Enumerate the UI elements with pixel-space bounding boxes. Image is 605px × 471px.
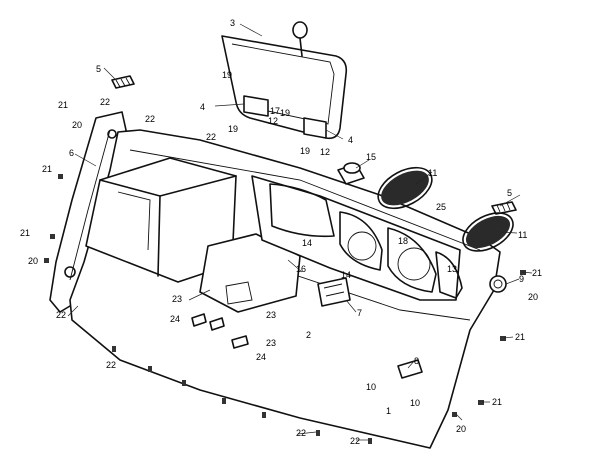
callout-labels: 1 2 3 4 4 5 5 6 7 8 9 10 10 11 11 12 12 … bbox=[20, 18, 542, 446]
small-components bbox=[44, 75, 526, 444]
callout-2: 2 bbox=[306, 330, 311, 340]
left-side-panel bbox=[49, 111, 127, 313]
callout-24b: 24 bbox=[256, 352, 266, 362]
callout-22b: 22 bbox=[145, 114, 155, 124]
callout-21c: 21 bbox=[20, 228, 30, 238]
callout-22e: 22 bbox=[106, 360, 116, 370]
callout-14b: 14 bbox=[341, 270, 351, 280]
callout-15: 15 bbox=[366, 152, 376, 162]
callout-19c: 19 bbox=[280, 108, 290, 118]
callout-20b: 20 bbox=[28, 256, 38, 266]
callout-21e: 21 bbox=[515, 332, 525, 342]
callout-4b: 4 bbox=[348, 135, 353, 145]
instrument-cluster bbox=[251, 175, 463, 301]
callout-13: 13 bbox=[447, 264, 457, 274]
speaker-grille-right bbox=[462, 212, 514, 252]
callout-23: 23 bbox=[172, 294, 182, 304]
storage-bin bbox=[85, 157, 301, 313]
callout-20d: 20 bbox=[456, 424, 466, 434]
callout-12b: 12 bbox=[320, 147, 330, 157]
callout-1: 1 bbox=[386, 406, 391, 416]
callout-6: 6 bbox=[69, 148, 74, 158]
callout-21d: 21 bbox=[532, 268, 542, 278]
callout-5b: 5 bbox=[507, 188, 512, 198]
callout-21b: 21 bbox=[42, 164, 52, 174]
callout-12: 12 bbox=[268, 116, 278, 126]
speaker-grille-left bbox=[377, 166, 433, 210]
callout-19: 19 bbox=[222, 70, 232, 80]
callout-19b: 19 bbox=[228, 124, 238, 134]
callout-22c: 22 bbox=[206, 132, 216, 142]
callout-19d: 19 bbox=[300, 146, 310, 156]
callout-5: 5 bbox=[96, 64, 101, 74]
callout-11: 11 bbox=[428, 168, 437, 178]
callout-3: 3 bbox=[230, 18, 235, 28]
callout-22d: 22 bbox=[56, 310, 66, 320]
callout-24: 24 bbox=[170, 314, 180, 324]
leader-lines bbox=[67, 23, 533, 441]
callout-23c: 23 bbox=[266, 338, 276, 348]
callout-10b: 10 bbox=[410, 398, 420, 408]
callout-17: 17 bbox=[270, 106, 280, 116]
callout-9: 9 bbox=[519, 274, 524, 284]
callout-22: 22 bbox=[100, 97, 110, 107]
callout-8: 8 bbox=[414, 356, 419, 366]
callout-4: 4 bbox=[200, 102, 205, 112]
callout-10: 10 bbox=[366, 382, 376, 392]
callout-18: 18 bbox=[398, 236, 408, 246]
callout-7: 7 bbox=[357, 308, 362, 318]
callout-16: 16 bbox=[296, 264, 306, 274]
callout-20: 20 bbox=[72, 120, 82, 130]
callout-21: 21 bbox=[58, 100, 68, 110]
callout-25: 25 bbox=[436, 202, 446, 212]
callout-22f: 22 bbox=[296, 428, 306, 438]
callout-23b: 23 bbox=[266, 310, 276, 320]
callout-21f: 21 bbox=[492, 397, 502, 407]
callout-11b: 11 bbox=[518, 230, 527, 240]
glove-box-lid bbox=[221, 21, 348, 140]
callout-14: 14 bbox=[302, 238, 312, 248]
callout-22g: 22 bbox=[350, 436, 360, 446]
callout-20c: 20 bbox=[528, 292, 538, 302]
